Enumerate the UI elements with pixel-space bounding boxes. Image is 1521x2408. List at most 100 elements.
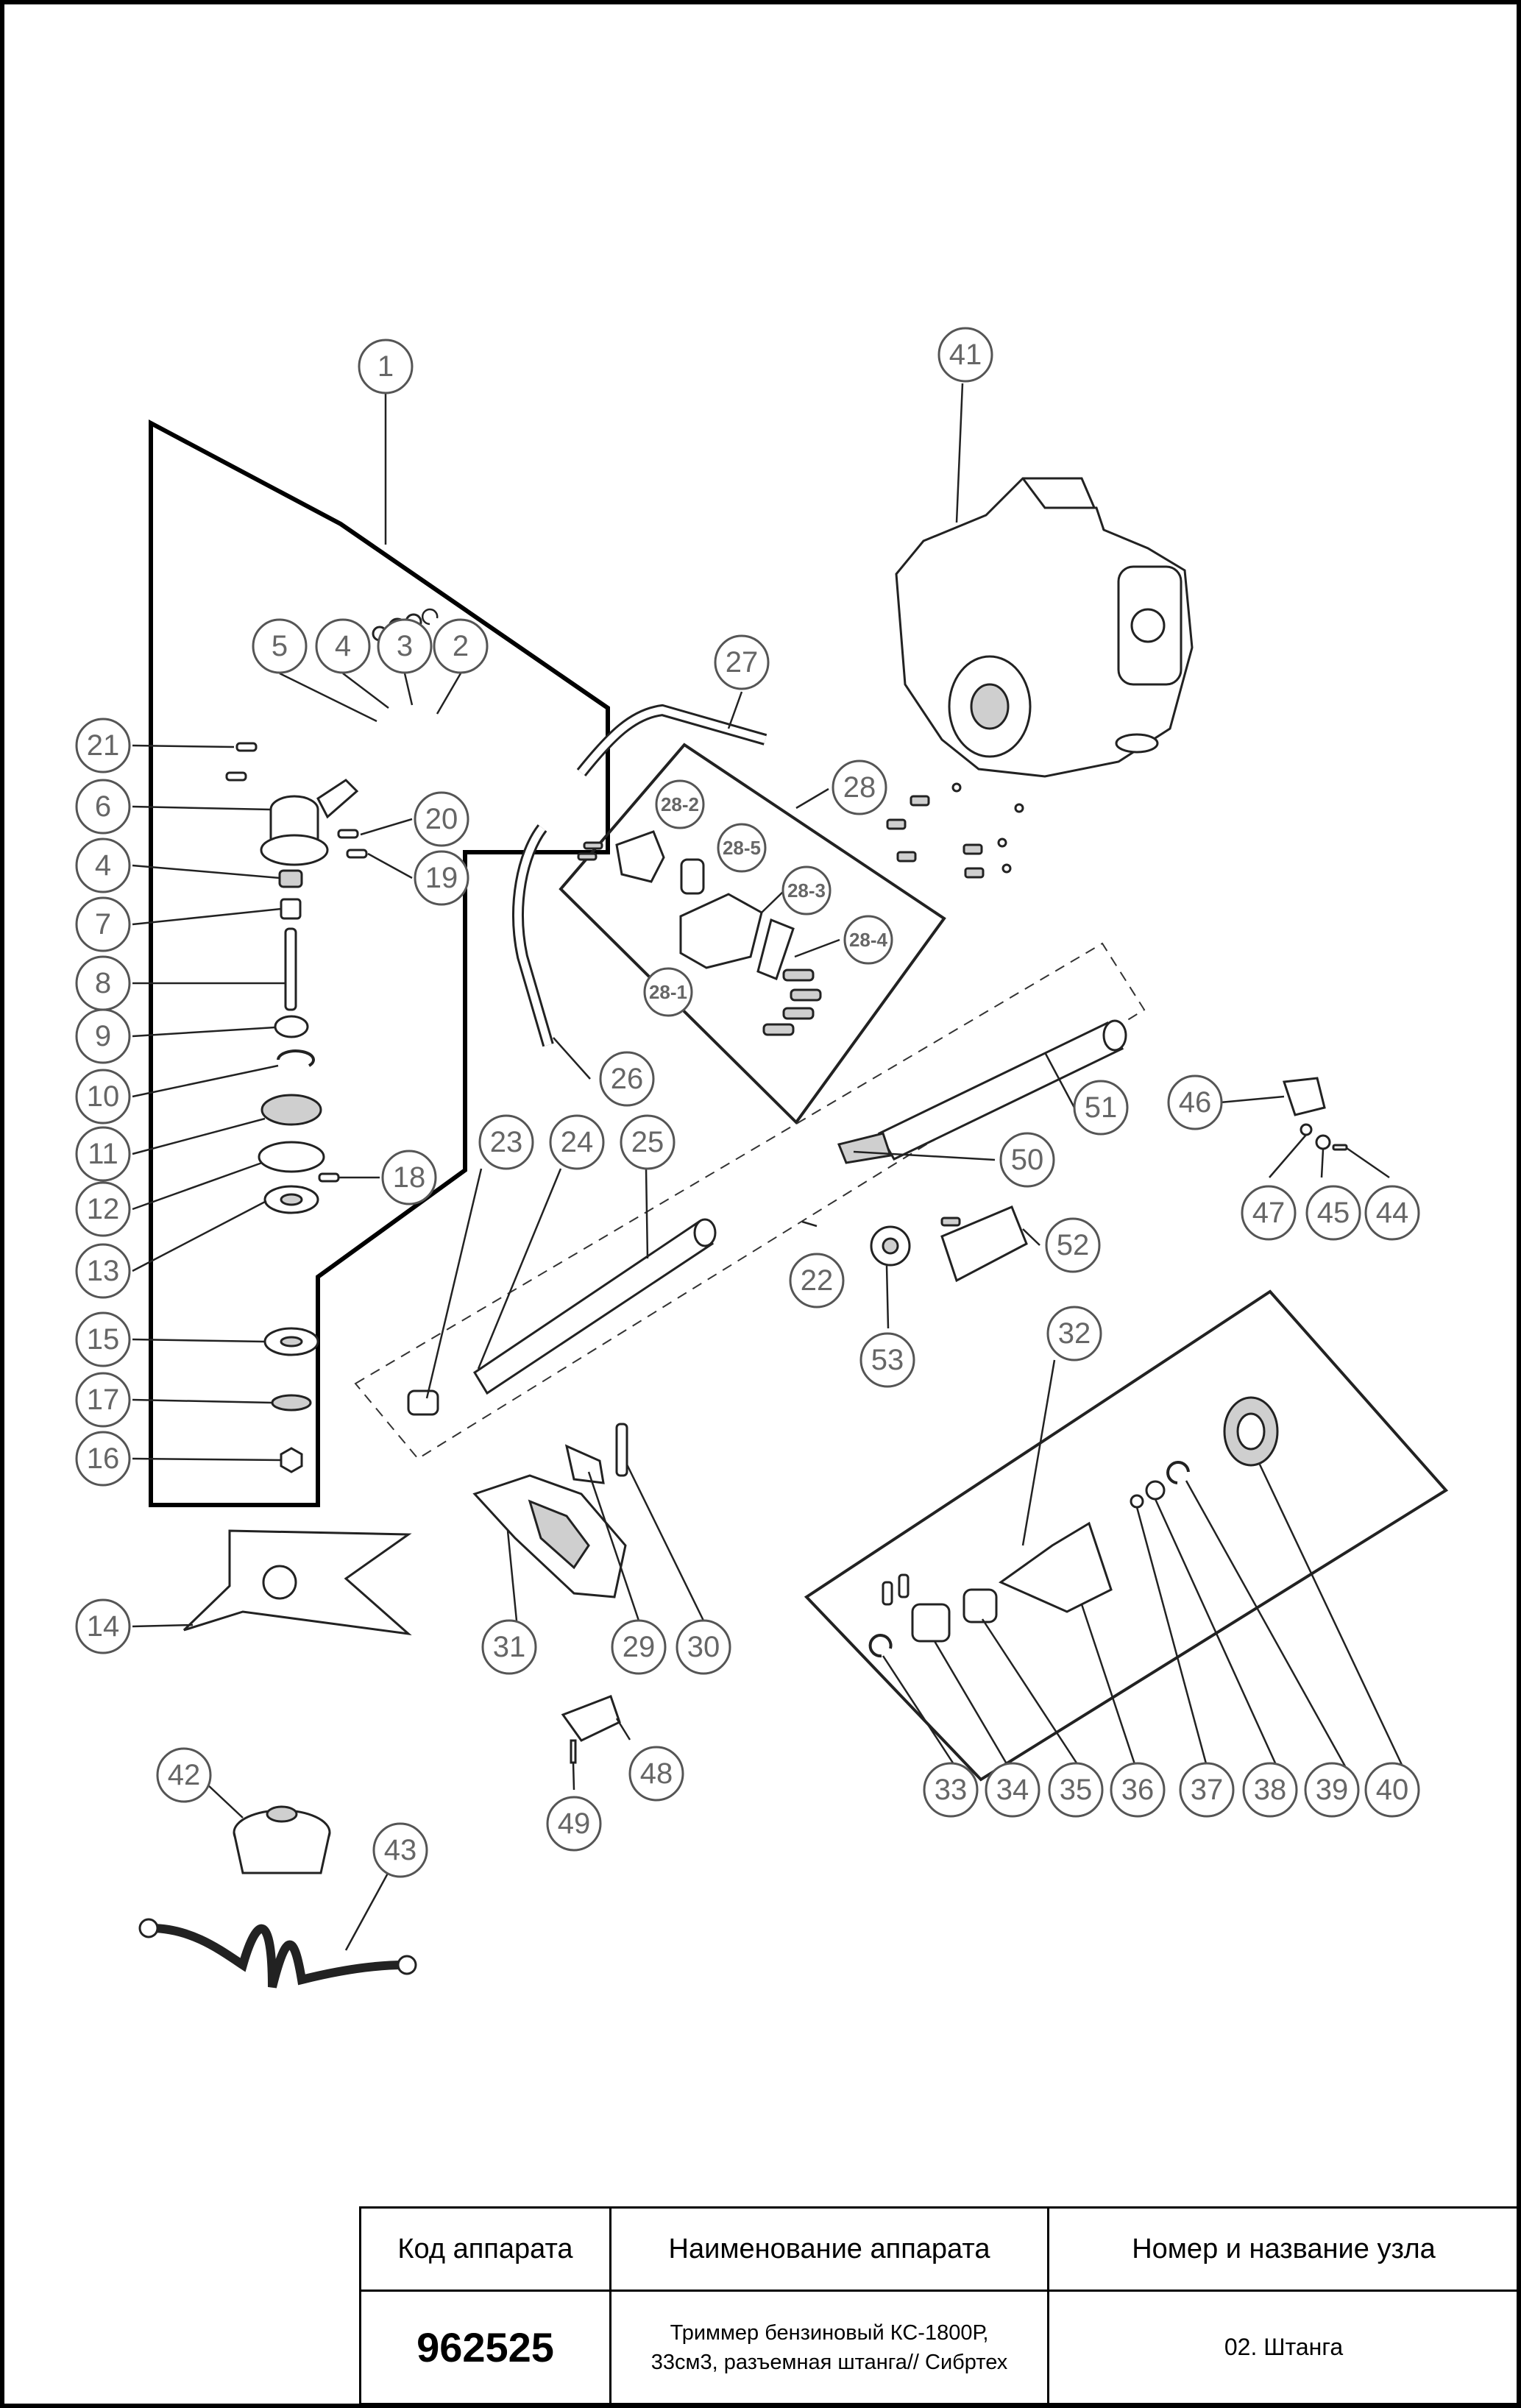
callout-29: 29 — [611, 1619, 667, 1675]
callout-labels: 1 2 3 4 5 6 4 7 8 9 10 11 12 13 14 15 16… — [75, 327, 1420, 1878]
callout-2: 2 — [433, 618, 489, 674]
callout-10: 10 — [75, 1069, 131, 1125]
svg-text:47: 47 — [1252, 1197, 1286, 1229]
callout-44: 44 — [1364, 1185, 1420, 1241]
callout-14: 14 — [75, 1598, 131, 1654]
callout-47: 47 — [1241, 1185, 1297, 1241]
callout-48: 48 — [628, 1746, 684, 1802]
svg-text:6: 6 — [95, 790, 111, 823]
svg-text:37: 37 — [1191, 1774, 1224, 1806]
svg-text:23: 23 — [490, 1126, 523, 1158]
callout-28: 28 — [832, 759, 887, 815]
svg-text:50: 50 — [1011, 1144, 1044, 1176]
svg-text:29: 29 — [623, 1631, 656, 1663]
svg-text:38: 38 — [1254, 1774, 1287, 1806]
callout-32: 32 — [1046, 1306, 1102, 1361]
svg-text:28-4: 28-4 — [849, 929, 888, 951]
callout-38: 38 — [1242, 1762, 1298, 1818]
callout-49: 49 — [546, 1796, 602, 1852]
svg-text:9: 9 — [95, 1020, 111, 1052]
callout-37: 37 — [1179, 1762, 1235, 1818]
svg-text:31: 31 — [493, 1631, 526, 1663]
svg-text:28-3: 28-3 — [787, 879, 826, 902]
svg-text:24: 24 — [561, 1126, 594, 1158]
svg-text:48: 48 — [640, 1757, 673, 1790]
coupling-drawing — [870, 1205, 1028, 1283]
node-name: 02. Штанга — [1047, 2290, 1520, 2405]
shaft-dashed-box — [354, 942, 1146, 1460]
callout-24: 24 — [549, 1114, 605, 1170]
callout-8: 8 — [75, 955, 131, 1011]
svg-text:41: 41 — [949, 339, 982, 371]
svg-text:14: 14 — [87, 1610, 120, 1643]
clutch-parts — [868, 1396, 1279, 1658]
svg-text:4: 4 — [335, 630, 351, 662]
gearhead-parts — [225, 608, 439, 1473]
callout-33: 33 — [923, 1762, 979, 1818]
device-code: 962525 — [359, 2290, 611, 2405]
svg-text:40: 40 — [1376, 1774, 1409, 1806]
callout-28-4: 28-4 — [843, 915, 893, 965]
callout-3: 3 — [377, 618, 433, 674]
svg-text:30: 30 — [687, 1631, 720, 1663]
svg-text:19: 19 — [425, 862, 458, 894]
trimmer-head-drawing — [233, 1805, 331, 1874]
callout-28-5: 28-5 — [717, 823, 767, 873]
svg-text:18: 18 — [393, 1161, 426, 1194]
callout-28-3: 28-3 — [781, 865, 832, 916]
callout-34: 34 — [985, 1762, 1040, 1818]
svg-text:10: 10 — [87, 1080, 120, 1113]
svg-text:16: 16 — [87, 1442, 120, 1475]
svg-text:49: 49 — [558, 1807, 591, 1840]
svg-text:20: 20 — [425, 803, 458, 835]
svg-text:39: 39 — [1316, 1774, 1349, 1806]
callout-1: 1 — [358, 339, 414, 394]
svg-text:3: 3 — [397, 630, 413, 662]
callout-53: 53 — [859, 1332, 915, 1388]
device-name-line2: 33см3, разъемная штанга// Сибртех — [650, 2350, 1008, 2374]
callout-28-1: 28-1 — [643, 967, 693, 1017]
header-name: Наименование аппарата — [609, 2206, 1049, 2292]
svg-text:46: 46 — [1179, 1086, 1212, 1119]
svg-text:36: 36 — [1121, 1774, 1155, 1806]
callout-36: 36 — [1110, 1762, 1166, 1818]
header-code: Код аппарата — [359, 2206, 611, 2292]
callout-46: 46 — [1167, 1074, 1223, 1130]
svg-text:43: 43 — [384, 1834, 417, 1866]
callout-17: 17 — [75, 1372, 131, 1428]
svg-text:45: 45 — [1317, 1197, 1350, 1229]
svg-text:28: 28 — [843, 771, 876, 804]
guard-drawing — [472, 1423, 628, 1598]
screws-near-engine — [886, 782, 1024, 879]
svg-text:22: 22 — [801, 1264, 834, 1297]
callout-51: 51 — [1073, 1080, 1129, 1136]
callout-6: 6 — [75, 779, 131, 835]
svg-text:51: 51 — [1085, 1091, 1118, 1124]
svg-text:42: 42 — [168, 1759, 201, 1791]
callout-50: 50 — [999, 1132, 1055, 1188]
svg-text:32: 32 — [1058, 1317, 1091, 1350]
callout-52: 52 — [1045, 1217, 1101, 1273]
callout-21: 21 — [75, 718, 131, 773]
svg-text:7: 7 — [95, 908, 111, 941]
small-parts-48-49 — [561, 1695, 621, 1764]
svg-text:4: 4 — [95, 849, 111, 882]
callout-22: 22 — [789, 1253, 845, 1309]
callout-43: 43 — [372, 1822, 428, 1878]
svg-text:25: 25 — [631, 1126, 664, 1158]
handle-clamp-group-frame — [559, 743, 946, 1125]
callout-9: 9 — [75, 1008, 131, 1064]
small-parts-44-47 — [1282, 1077, 1348, 1151]
svg-text:52: 52 — [1057, 1229, 1090, 1261]
device-name: Триммер бензиновый КС-1800Р, 33см3, разъ… — [609, 2290, 1049, 2405]
callout-45: 45 — [1305, 1185, 1361, 1241]
svg-text:11: 11 — [88, 1138, 118, 1170]
svg-text:28-5: 28-5 — [723, 837, 761, 859]
svg-text:28-2: 28-2 — [661, 793, 699, 815]
device-name-line1: Триммер бензиновый КС-1800Р, — [670, 2320, 989, 2345]
svg-text:35: 35 — [1060, 1774, 1093, 1806]
callout-41: 41 — [937, 327, 993, 383]
svg-text:21: 21 — [87, 729, 120, 762]
svg-text:33: 33 — [935, 1774, 968, 1806]
